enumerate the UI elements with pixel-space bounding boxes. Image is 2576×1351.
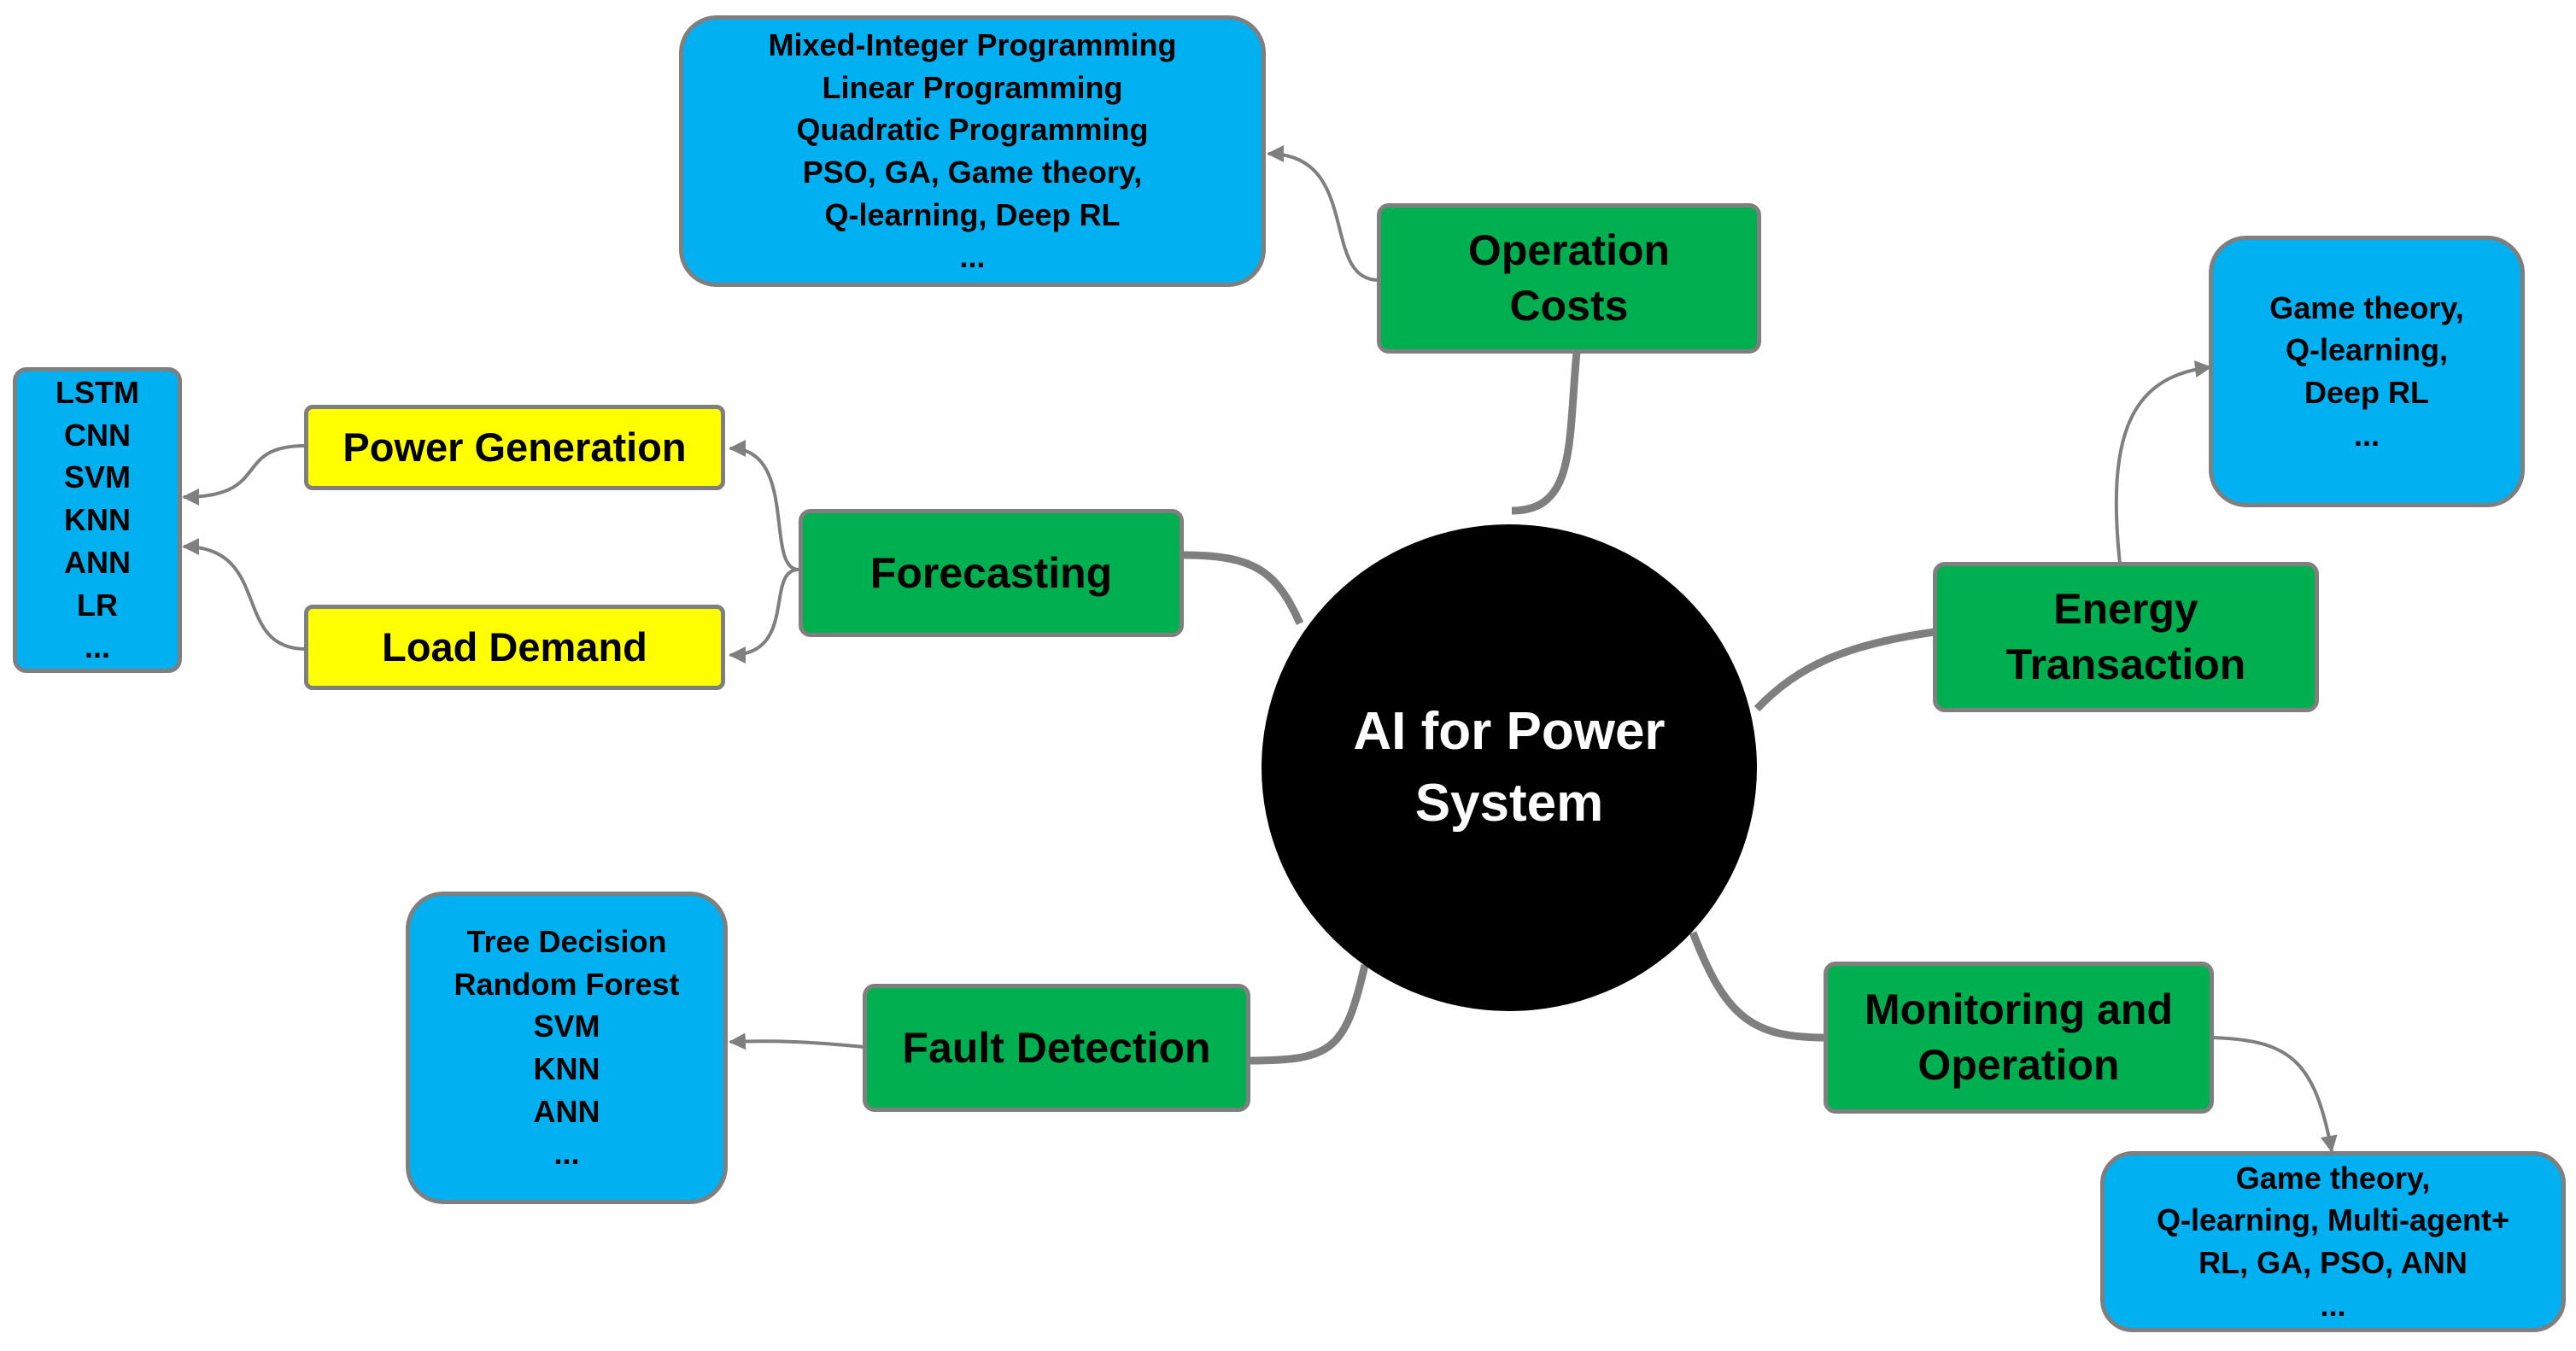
fault-detection-method: ... [553, 1136, 580, 1172]
monitoring-operation-method: Game theory, [2235, 1160, 2431, 1196]
node-forecasting: Forecasting [799, 509, 1184, 637]
power-generation-label: Power Generation [342, 424, 687, 470]
forecasting-label: Forecasting [869, 548, 1113, 597]
link-hub-energy-transaction [1753, 628, 1935, 712]
energy-transaction-label-line-1: Energy [2053, 585, 2198, 633]
energy-transaction-label-line-2: Transaction [2005, 640, 2246, 688]
energy-transaction-method: Deep RL [2304, 375, 2430, 410]
fault-detection-method: KNN [533, 1051, 600, 1086]
operation-costs-method: Mixed-Integer Programming [768, 26, 1177, 62]
node-power-generation: Power Generation [304, 405, 725, 490]
operation-costs-label-line-1: Operation [1467, 226, 1671, 274]
operation-costs-method: ... [959, 239, 986, 275]
arrow-forecasting-power-generation [729, 440, 799, 571]
link-hub-fault-detection [1248, 963, 1369, 1065]
node-monitoring-operation: Monitoring and Operation [1824, 962, 2214, 1114]
monitoring-operation-method: ... [2320, 1287, 2346, 1323]
forecasting-method: KNN [64, 502, 131, 538]
energy-transaction-method: Game theory, [2269, 290, 2464, 325]
arrow-forecasting-load-demand [729, 568, 799, 664]
hub-ai-for-power-system: AI for Power System [1262, 524, 1757, 1011]
link-hub-monitoring-operation [1689, 931, 1826, 1042]
forecasting-method: LSTM [56, 375, 139, 411]
forecasting-methods-box: LSTM CNN SVM KNN ANN LR ... [13, 367, 182, 673]
energy-transaction-methods-box: Game theory, Q-learning, Deep RL ... [2209, 236, 2525, 507]
operation-costs-methods-box: Mixed-Integer Programming Linear Program… [679, 15, 1266, 287]
link-hub-forecasting [1183, 551, 1304, 625]
operation-costs-method: Linear Programming [822, 69, 1123, 105]
arrow-load-demand-methods [182, 538, 307, 651]
operation-costs-label-line-2: Costs [1509, 282, 1629, 330]
energy-transaction-method: Q-learning, [2285, 332, 2449, 368]
node-energy-transaction: Energy Transaction [1933, 562, 2319, 712]
forecasting-method: SVM [63, 459, 131, 495]
forecasting-method: LR [77, 587, 118, 623]
link-hub-operation-costs [1511, 351, 1581, 515]
fault-detection-methods-box: Tree Decision Random Forest SVM KNN ANN … [406, 892, 728, 1204]
hub-title-line-2: System [1414, 774, 1604, 833]
node-operation-costs: Operation Costs [1377, 203, 1761, 354]
energy-transaction-method: ... [2353, 417, 2380, 453]
arrow-energy-transaction-methods [2114, 360, 2212, 564]
fault-detection-method: Random Forest [454, 966, 680, 1002]
operation-costs-method: Quadratic Programming [796, 112, 1149, 148]
forecasting-method: CNN [64, 417, 131, 453]
arrow-monitoring-operation-methods [2211, 1036, 2338, 1153]
monitoring-operation-methods-box: Game theory, Q-learning, Multi-agent+ RL… [2100, 1151, 2566, 1332]
forecasting-method: ANN [64, 544, 131, 580]
hub-title-line-1: AI for Power [1353, 702, 1666, 762]
operation-costs-method: PSO, GA, Game theory, [802, 155, 1143, 190]
node-fault-detection: Fault Detection [863, 984, 1250, 1112]
fault-detection-label: Fault Detection [902, 1023, 1211, 1072]
fault-detection-method: SVM [533, 1009, 600, 1044]
load-demand-label: Load Demand [382, 623, 647, 670]
arrow-fault-detection-methods [729, 1032, 865, 1050]
arrow-operation-costs-methods [1267, 145, 1379, 282]
monitoring-operation-label-line-1: Monitoring and [1864, 985, 2174, 1033]
monitoring-operation-method: RL, GA, PSO, ANN [2198, 1245, 2468, 1280]
fault-detection-method: Tree Decision [466, 923, 667, 959]
monitoring-operation-label-line-2: Operation [1917, 1041, 2120, 1089]
forecasting-method: ... [84, 629, 110, 665]
node-load-demand: Load Demand [304, 605, 725, 690]
arrow-power-generation-methods [182, 444, 307, 506]
operation-costs-method: Q-learning, Deep RL [824, 196, 1121, 232]
monitoring-operation-method: Q-learning, Multi-agent+ [2156, 1202, 2509, 1238]
fault-detection-method: ANN [533, 1093, 600, 1129]
